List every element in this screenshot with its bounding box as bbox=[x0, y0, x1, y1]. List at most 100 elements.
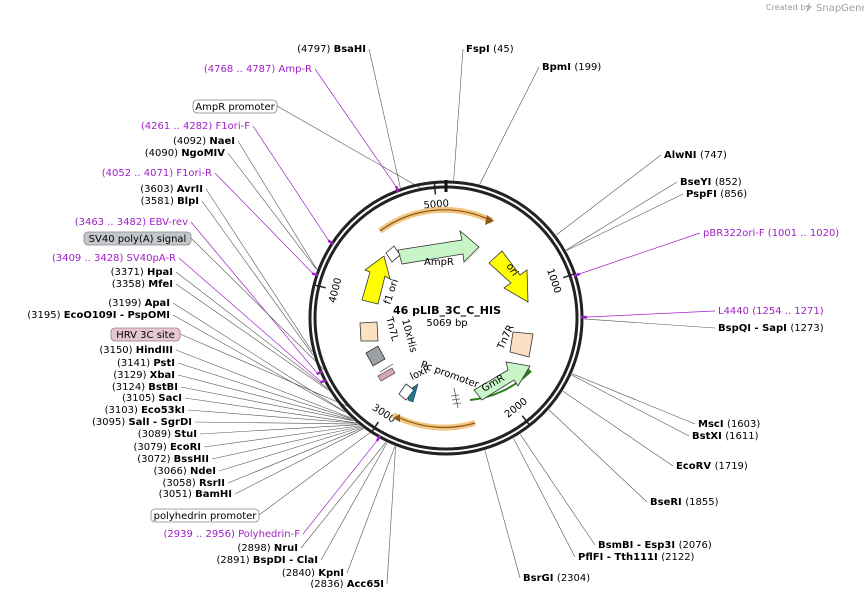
svg-text:(3409 .. 3428) SV40pA-R: (3409 .. 3428) SV40pA-R bbox=[52, 253, 176, 264]
primer-labels: (4768 .. 4787) Amp-R(4261 .. 4282) F1ori… bbox=[52, 64, 839, 540]
site-bspqi-sapi: BspQI - SapI (1273) bbox=[718, 323, 824, 334]
site-ecori: (3079) EcoRI bbox=[134, 442, 202, 453]
site-mfei: (3358) MfeI bbox=[112, 279, 173, 290]
svg-text:BstXI (1611): BstXI (1611) bbox=[692, 431, 759, 442]
feature-box-leader bbox=[276, 105, 424, 191]
site-leader bbox=[368, 48, 401, 188]
primer-range: (1001 .. 1020) bbox=[768, 228, 840, 239]
site-name: XbaI bbox=[150, 370, 175, 381]
svg-text:(4090) NgoMIV: (4090) NgoMIV bbox=[145, 148, 226, 159]
svg-text:(3066) NdeI: (3066) NdeI bbox=[154, 466, 216, 477]
site-leader bbox=[566, 193, 684, 251]
site-position: (3371) bbox=[111, 267, 147, 278]
site-leader bbox=[320, 442, 388, 561]
site-position: (3072) bbox=[137, 454, 173, 465]
tick-5000 bbox=[433, 181, 437, 195]
svg-text:(3199) ApaI: (3199) ApaI bbox=[108, 298, 170, 309]
site-bspdi-clai: (2891) BspDI - ClaI bbox=[216, 555, 318, 566]
tick-label: 4000 bbox=[327, 277, 344, 304]
svg-text:(2898) NruI: (2898) NruI bbox=[237, 543, 298, 554]
site-position: (856) bbox=[720, 189, 747, 200]
primer-leader bbox=[314, 68, 397, 188]
primer-name: F1ori-R bbox=[176, 168, 212, 179]
site-psti: (3141) PstI bbox=[117, 358, 175, 369]
svg-text:(4052 .. 4071) F1ori-R: (4052 .. 4071) F1ori-R bbox=[102, 168, 212, 179]
primer-ebv-rev: (3463 .. 3482) EBV-rev bbox=[75, 217, 188, 228]
site-position: (3051) bbox=[159, 489, 195, 500]
svg-text:BseYI (852): BseYI (852) bbox=[680, 177, 742, 188]
ampR-label: AmpR bbox=[424, 257, 454, 268]
svg-text:(3129) XbaI: (3129) XbaI bbox=[113, 370, 175, 381]
site-sali-sgrdi: (3095) SalI - SgrDI bbox=[92, 417, 192, 428]
site-pflfi-tth111i: PflFI - Tth111I (2122) bbox=[578, 552, 695, 563]
site-leader bbox=[556, 154, 662, 236]
site-leader bbox=[386, 446, 396, 585]
site-leader bbox=[194, 421, 358, 425]
tn7R-box bbox=[509, 331, 534, 358]
site-leader bbox=[572, 373, 696, 425]
site-position: (3195) bbox=[27, 310, 63, 321]
site-position: (1273) bbox=[790, 323, 823, 334]
site-position: (3141) bbox=[117, 358, 153, 369]
svg-text:(2939 .. 2956) Polyhedrin-F: (2939 .. 2956) Polyhedrin-F bbox=[163, 529, 300, 540]
site-leader bbox=[227, 152, 317, 270]
site-position: (3105) bbox=[122, 393, 158, 404]
site-name: BlpI bbox=[177, 196, 199, 207]
svg-text:(3103) Eco53kI: (3103) Eco53kI bbox=[105, 405, 185, 416]
primer-leader bbox=[578, 232, 701, 275]
svg-text:(3124) BstBI: (3124) BstBI bbox=[112, 382, 178, 393]
site-rsrii: (3058) RsrII bbox=[163, 478, 225, 489]
site-position: (2122) bbox=[661, 552, 694, 563]
site-leader bbox=[180, 386, 354, 422]
site-leader bbox=[218, 426, 362, 472]
site-name: EcoO109I - PspOMI bbox=[64, 310, 170, 321]
primer-l4440: L4440 (1254 .. 1271) bbox=[718, 306, 824, 317]
plasmid-name: 46 pLIB_3C_C_HIS bbox=[393, 304, 501, 317]
site-blpi: (3581) BlpI bbox=[141, 196, 199, 207]
site-leader bbox=[177, 374, 354, 421]
primer-name: Amp-R bbox=[279, 64, 313, 75]
ampR-promoter-arrow bbox=[385, 245, 401, 263]
site-xbai: (3129) XbaI bbox=[113, 370, 175, 381]
hrv3c-marker bbox=[377, 367, 396, 382]
tn7L-label: Tn7L bbox=[383, 315, 400, 343]
site-leader bbox=[479, 66, 540, 185]
primer-mark bbox=[394, 185, 400, 193]
svg-text:pBR322ori-F (1001 .. 1020): pBR322ori-F (1001 .. 1020) bbox=[703, 228, 839, 239]
site-msci: MscI (1603) bbox=[698, 419, 760, 430]
f1ori-arrow bbox=[361, 255, 391, 305]
site-name: BseYI bbox=[680, 177, 715, 188]
svg-text:AlwNI (747): AlwNI (747) bbox=[664, 150, 727, 161]
site-position: (747) bbox=[700, 150, 727, 161]
pc-promoter-marker bbox=[450, 387, 462, 409]
site-bsahi: (4797) BsaHI bbox=[297, 44, 366, 55]
site-leader bbox=[175, 349, 351, 419]
site-name: MfeI bbox=[148, 279, 173, 290]
primer-amp-r: (4768 .. 4787) Amp-R bbox=[204, 64, 312, 75]
svg-text:(4092) NaeI: (4092) NaeI bbox=[173, 136, 235, 147]
site-position: (3066) bbox=[154, 466, 190, 477]
site-apai: (3199) ApaI bbox=[108, 298, 170, 309]
polyhedrin-promoter-arrow bbox=[398, 383, 415, 401]
feature-box-text: AmpR promoter bbox=[195, 102, 275, 113]
site-leader bbox=[520, 434, 596, 546]
f1ori-label: f1 ori bbox=[382, 278, 401, 306]
primer-range: (3409 .. 3428) bbox=[52, 253, 127, 264]
credit-prefix: Created by bbox=[766, 3, 810, 12]
svg-text:PspFI (856): PspFI (856) bbox=[686, 189, 747, 200]
site-leader bbox=[237, 140, 318, 270]
svg-text:(3358) MfeI: (3358) MfeI bbox=[112, 279, 173, 290]
site-position: (4092) bbox=[173, 136, 209, 147]
svg-text:(3150) HindIII: (3150) HindIII bbox=[99, 345, 173, 356]
site-eco53ki: (3103) Eco53kI bbox=[105, 405, 185, 416]
site-leader bbox=[453, 48, 464, 181]
site-name: HindIII bbox=[136, 345, 173, 356]
site-name: NaeI bbox=[209, 136, 235, 147]
site-name: BsaHI bbox=[334, 44, 366, 55]
primer-marks bbox=[311, 185, 588, 442]
site-bpmi: BpmI (199) bbox=[542, 62, 601, 73]
site-name: NdeI bbox=[190, 466, 216, 477]
site-hpai: (3371) HpaI bbox=[111, 267, 173, 278]
